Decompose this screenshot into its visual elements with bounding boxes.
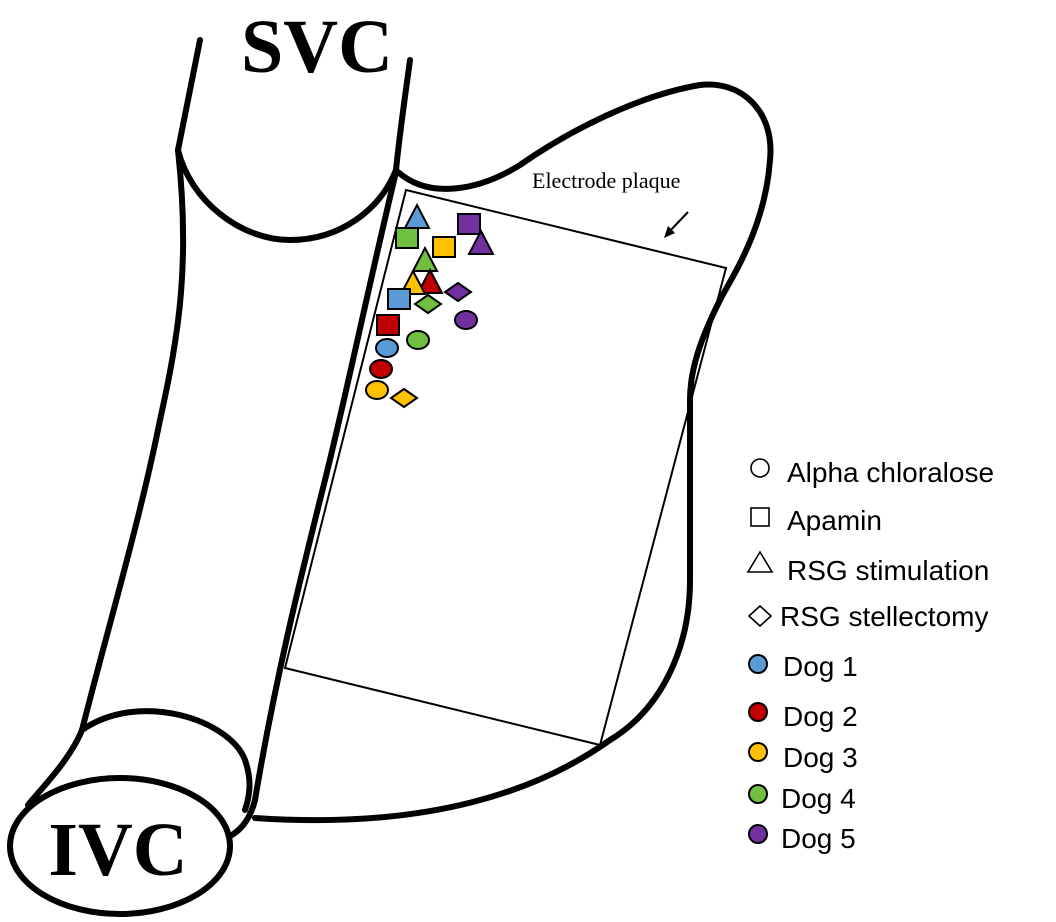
legend-circle-icon xyxy=(751,459,769,477)
marker-circle-dog5 xyxy=(455,311,477,329)
marker-layer xyxy=(366,205,493,407)
legend: Alpha chloralose Apamin RSG stimulation … xyxy=(748,457,994,854)
marker-diamond-dog4 xyxy=(415,295,441,313)
marker-circle-dog3 xyxy=(366,381,388,399)
legend-square-icon xyxy=(751,508,769,526)
ivc-tube-top-arc xyxy=(82,711,250,810)
legend-triangle-icon xyxy=(748,552,772,572)
legend-label-dog4: Dog 4 xyxy=(781,783,856,814)
cava-left-wall xyxy=(82,150,183,730)
legend-dog5-swatch xyxy=(749,825,767,843)
legend-label-circle: Alpha chloralose xyxy=(787,457,994,488)
legend-dog2-swatch xyxy=(749,703,767,721)
legend-label-dog2: Dog 2 xyxy=(783,701,858,732)
svc-left-wall xyxy=(178,40,200,150)
marker-circle-dog2 xyxy=(370,360,392,378)
cava-right-wall xyxy=(255,172,396,800)
legend-label-diamond: RSG stellectomy xyxy=(780,601,989,632)
marker-square-dog5 xyxy=(458,214,480,234)
legend-label-dog3: Dog 3 xyxy=(783,742,858,773)
marker-diamond-dog5 xyxy=(445,283,471,301)
marker-square-dog3 xyxy=(433,237,455,257)
marker-circle-dog4 xyxy=(407,331,429,349)
marker-square-dog4 xyxy=(396,228,418,248)
marker-circle-dog1 xyxy=(376,339,398,357)
svc-right-wall xyxy=(396,60,410,170)
legend-label-square: Apamin xyxy=(787,505,882,536)
plaque-label: Electrode plaque xyxy=(532,168,680,193)
svc-opening-arc xyxy=(178,150,396,240)
marker-diamond-dog3 xyxy=(391,389,417,407)
marker-square-dog1 xyxy=(388,289,410,309)
legend-dog4-swatch xyxy=(749,785,767,803)
marker-square-dog2 xyxy=(377,315,399,335)
svc-label: SVC xyxy=(241,5,393,89)
marker-triangle-dog1 xyxy=(405,205,429,228)
legend-label-dog1: Dog 1 xyxy=(783,651,858,682)
legend-dog3-swatch xyxy=(749,743,767,761)
legend-label-dog5: Dog 5 xyxy=(781,823,856,854)
legend-label-triangle: RSG stimulation xyxy=(787,555,989,586)
legend-dog1-swatch xyxy=(749,655,767,673)
ivc-label: IVC xyxy=(48,808,187,892)
legend-diamond-icon xyxy=(749,606,771,626)
electrode-plaque xyxy=(285,190,726,745)
